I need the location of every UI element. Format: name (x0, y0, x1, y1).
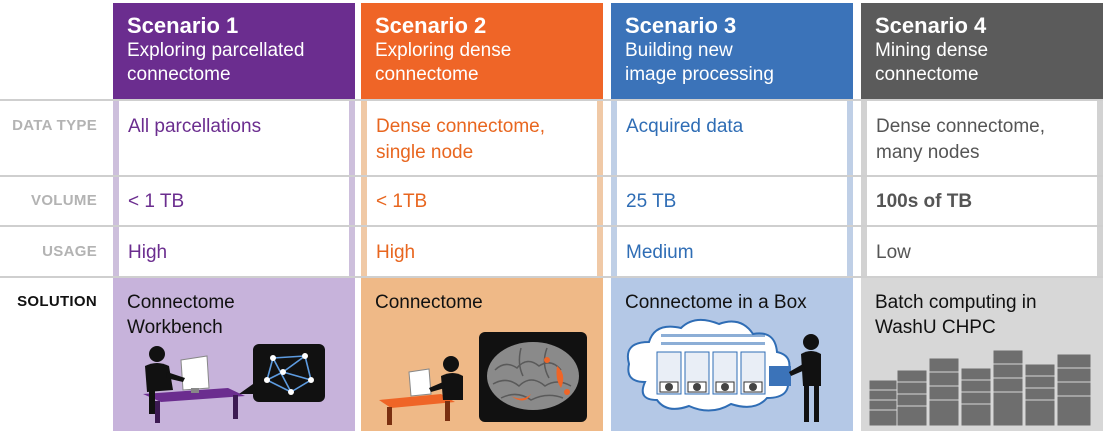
scenario-1-solution-line-1: Connectome (127, 292, 235, 313)
scenario-4-volume: 100s of TB (876, 191, 973, 212)
scenario-4-header: Scenario 4 Mining dense connectome (861, 3, 1103, 99)
scenario-2-data-type-line-1: Dense connectome, (376, 116, 545, 137)
scenario-1-data-type: All parcellations (128, 116, 262, 137)
row-divider-solution (0, 276, 1103, 278)
scenario-4-solution-line-1: Batch computing in (875, 292, 1037, 313)
scenario-2-solution: Connectome (361, 278, 603, 431)
scenario-2-volume: < 1TB (376, 191, 428, 212)
scenario-2-solution-line-1: Connectome (375, 292, 483, 313)
scenario-4-subtitle-line-2: connectome (875, 64, 979, 85)
scenario-2-column: Scenario 2 Exploring dense connectome De… (361, 0, 603, 431)
scenario-2-data-type-line-2: single node (376, 142, 474, 163)
scenario-3-data-type: Acquired data (626, 116, 744, 137)
scenario-4-subtitle-line-1: Mining dense (875, 40, 989, 61)
scenario-1-header: Scenario 1 Exploring parcellated connect… (113, 3, 355, 99)
scenario-3-border (611, 99, 853, 276)
scenario-1-border (113, 99, 355, 276)
scenario-3-subtitle-line-1: Building new (625, 40, 733, 61)
cloud-of-drives-icon (627, 318, 821, 422)
scenario-1-subtitle-line-1: Exploring parcellated (127, 40, 305, 61)
scenario-3-volume: 25 TB (626, 191, 677, 212)
scenario-1-column: Scenario 1 Exploring parcellated connect… (113, 0, 355, 431)
row-divider-usage (0, 225, 1103, 227)
scenario-4-border (861, 99, 1103, 276)
scenario-4-data-type-line-1: Dense connectome, (876, 116, 1045, 137)
scenario-3-header: Scenario 3 Building new image processing (611, 3, 853, 99)
scenario-2-title: Scenario 2 (375, 13, 487, 38)
scenario-4-usage: Low (876, 242, 911, 263)
scenario-3-title: Scenario 3 (625, 13, 737, 38)
scenario-4-data-type-line-2: many nodes (876, 142, 980, 163)
scenario-3-solution: Connectome in a Box (611, 278, 853, 431)
scenario-4-title: Scenario 4 (875, 13, 987, 38)
scenario-1-solution-line-2: Workbench (127, 317, 223, 338)
scenario-2-usage: High (376, 242, 416, 263)
scenario-4-solution-line-2: WashU CHPC (875, 317, 996, 338)
scenario-1-usage: High (128, 242, 168, 263)
row-label-solution: SOLUTION (17, 293, 97, 310)
scenario-3-subtitle-line-2: image processing (625, 64, 774, 85)
row-label-data-type: DATA TYPE (12, 117, 97, 134)
scenario-2-header: Scenario 2 Exploring dense connectome (361, 3, 603, 99)
row-divider-volume (0, 175, 1103, 177)
person-at-desk-with-network-graph-icon (143, 344, 325, 423)
row-divider-top (0, 99, 1103, 101)
scenario-1-subtitle-line-2: connectome (127, 64, 231, 85)
person-at-desk-with-brain-image-icon (379, 332, 587, 425)
scenario-2-subtitle-line-1: Exploring dense (375, 40, 512, 61)
scenario-3-solution-line-1: Connectome in a Box (625, 292, 807, 313)
scenario-3-usage: Medium (626, 242, 694, 263)
scenario-2-subtitle-line-2: connectome (375, 64, 479, 85)
scenario-3-column: Scenario 3 Building new image processing… (611, 0, 853, 431)
row-label-usage: USAGE (42, 243, 97, 260)
scenario-1-volume: < 1 TB (128, 191, 185, 212)
scenario-4-solution: Batch computing in WashU CHPC (861, 278, 1103, 431)
server-racks-icon (868, 349, 1092, 427)
row-label-volume: VOLUME (31, 192, 97, 209)
scenario-4-column: Scenario 4 Mining dense connectome Dense… (861, 0, 1103, 431)
scenario-2-border (361, 99, 603, 276)
scenario-1-title: Scenario 1 (127, 13, 239, 38)
scenario-1-solution: Connectome Workbench (113, 278, 355, 431)
